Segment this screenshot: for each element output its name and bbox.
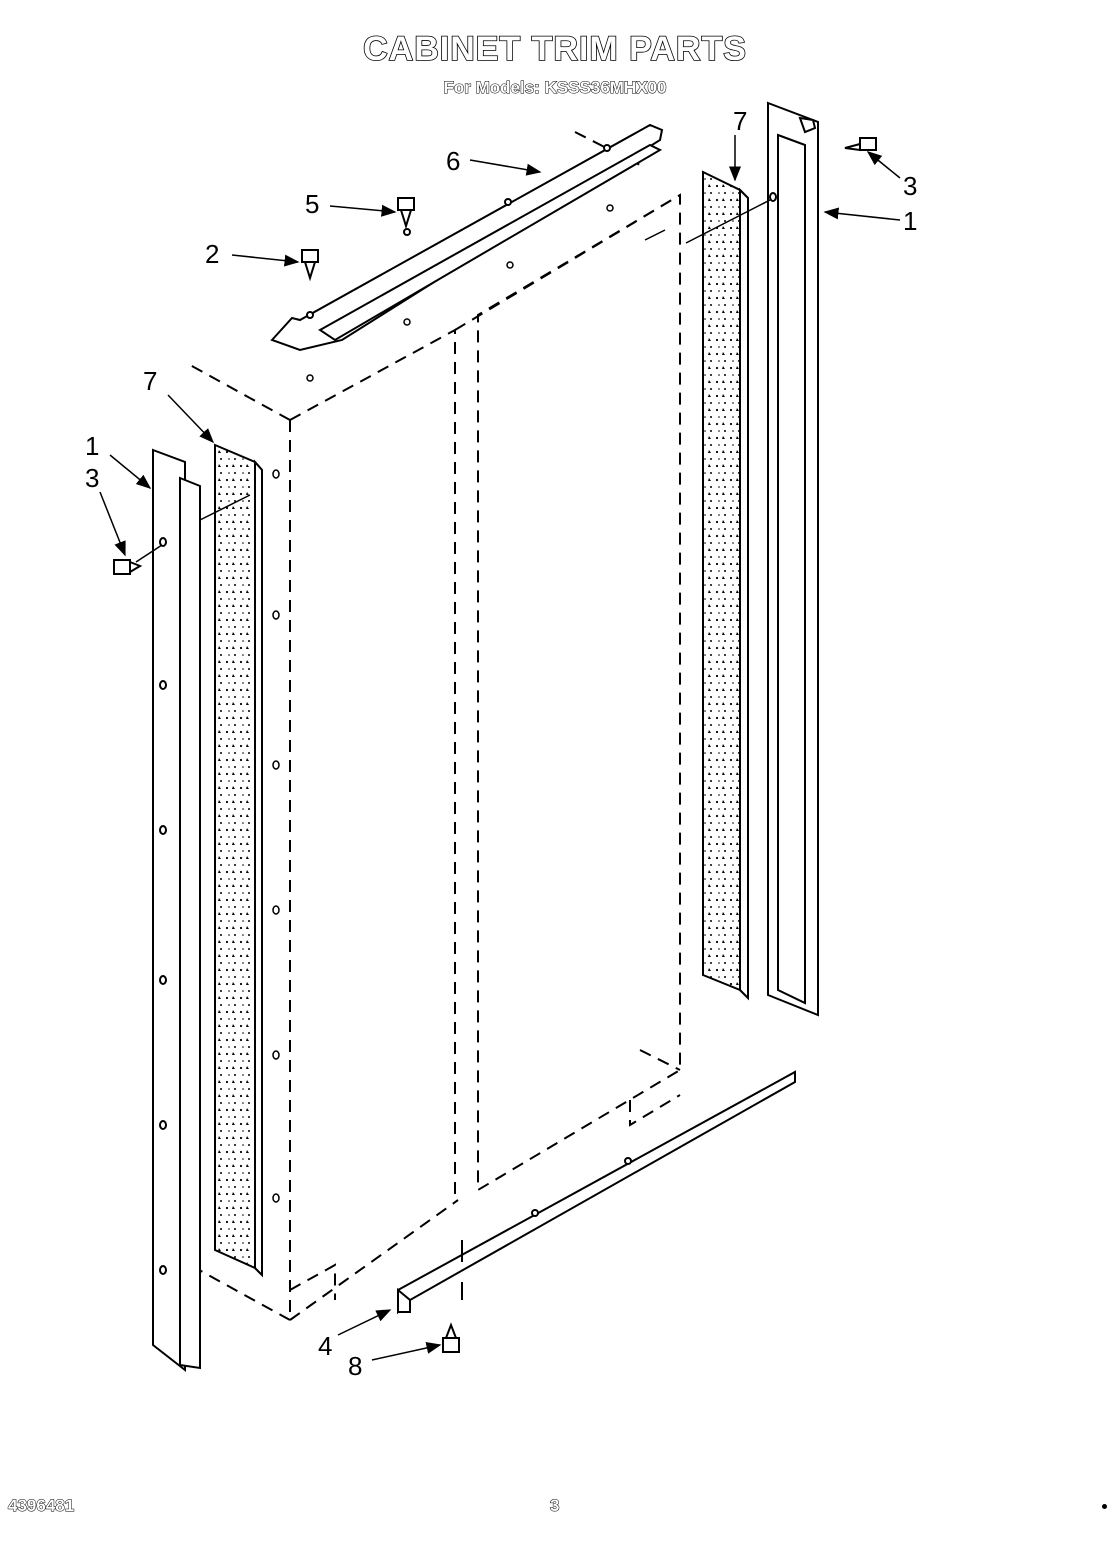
callout-3-left: 3 <box>85 463 99 493</box>
callout-8: 8 <box>348 1351 362 1381</box>
callout-1-left: 1 <box>85 431 99 461</box>
right-insulation-strip <box>702 170 749 1001</box>
callout-5: 5 <box>305 189 319 219</box>
callout-3-right: 3 <box>903 171 917 201</box>
screw-3-left-part <box>113 559 143 575</box>
page-title: CABINET TRIM PARTS <box>362 29 747 69</box>
screw-2-part <box>301 249 319 282</box>
screw-8-part <box>442 1322 460 1353</box>
bottom-trim-part <box>397 1070 796 1315</box>
callout-leaders <box>99 135 901 1361</box>
callout-2: 2 <box>205 239 219 269</box>
cabinet-holes <box>306 204 614 382</box>
left-trim-strip <box>152 448 201 1373</box>
screw-5-part <box>397 197 415 230</box>
model-subtitle: For Models: KSSS36MHX00 <box>443 78 667 98</box>
cabinet-outline <box>189 131 681 1322</box>
screw-3-right-part <box>844 137 877 152</box>
callout-4: 4 <box>318 1331 332 1361</box>
callout-6: 6 <box>446 146 460 176</box>
callout-7-right: 7 <box>733 106 747 136</box>
left-insulation-strip <box>214 443 263 1278</box>
page-number: 3 <box>549 1496 560 1516</box>
callout-7-left: 7 <box>143 366 157 396</box>
document-number: 4396481 <box>7 1496 75 1516</box>
right-trim-strip <box>767 101 819 1017</box>
top-trim-part <box>270 123 664 352</box>
corner-dot <box>1102 1504 1107 1509</box>
callout-1-right: 1 <box>903 206 917 236</box>
cabinet-side-holes <box>272 469 280 1203</box>
